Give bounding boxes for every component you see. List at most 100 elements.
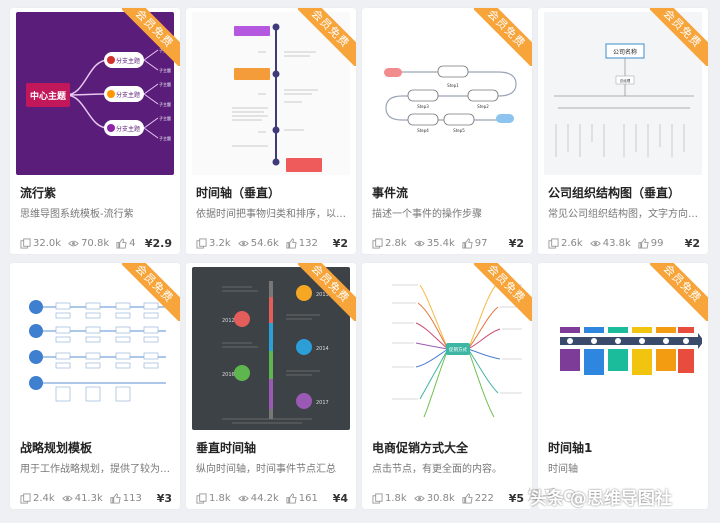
like-count: 4 <box>129 238 136 249</box>
mindmap-leaf-label: 子主题 <box>159 67 171 73</box>
thumbs-up-icon <box>638 238 649 249</box>
card-price: ¥2.9 <box>144 237 172 250</box>
card-stats: 1.8k 44.2k 161 ¥4 <box>196 492 348 505</box>
card-stats: 2.8k 35.4k 97 ¥2 <box>372 237 524 250</box>
timeline1-preview <box>560 327 702 375</box>
mindmap-preview: 中心主题 分支主题 分支主题 分支主题 子主题 子主题 子主题 子主题 子主题 … <box>26 47 171 141</box>
eye-icon <box>68 240 79 247</box>
card-price: ¥5 <box>508 492 524 505</box>
template-card[interactable]: 中心主题 分支主题 分支主题 分支主题 子主题 子主题 子主题 子主题 子主题 … <box>10 8 180 254</box>
copy-icon <box>20 493 31 504</box>
template-card[interactable]: 会员免费 时间轴1 时间轴 <box>538 263 708 509</box>
member-free-ribbon: 会员免费 <box>650 8 708 66</box>
like-count: 222 <box>474 493 494 504</box>
card-title[interactable]: 公司组织结构图（垂直） <box>548 186 681 200</box>
card-description: 常见公司组织结构图，文字方向… <box>548 209 698 220</box>
mindmap-branch-label: 分支主题 <box>116 125 140 133</box>
member-free-ribbon: 会员免费 <box>298 263 356 321</box>
vertical-timeline-preview: 2013 2012 2014 2016 2017 <box>222 281 329 424</box>
view-count: 30.8k <box>426 493 455 504</box>
view-count: 44.2k <box>250 493 279 504</box>
mindmap-leaf-label: 子主题 <box>159 135 171 141</box>
card-thumbnail[interactable] <box>544 267 702 430</box>
copy-count: 1.8k <box>385 493 407 504</box>
flow-step-label: Step2 <box>477 104 489 109</box>
copy-count: 32.0k <box>33 238 62 249</box>
card-thumbnail[interactable]: Step1 Step2 Step3 Step4 Step5 <box>368 12 526 175</box>
eye-icon <box>237 240 249 247</box>
copy-count: 2.4k <box>33 493 55 504</box>
orgchart-root-label: 公司名称 <box>613 48 637 56</box>
eye-icon <box>237 495 249 502</box>
card-title[interactable]: 战略规划模板 <box>20 441 93 455</box>
card-thumbnail[interactable]: 中心主题 分支主题 分支主题 分支主题 子主题 子主题 子主题 子主题 子主题 … <box>16 12 174 175</box>
card-stats: 2.4k 41.3k 113 ¥3 <box>20 492 172 505</box>
card-stats: 2.6k 43.8k 99 ¥2 <box>548 237 700 250</box>
card-description: 时间轴 <box>548 464 578 475</box>
template-card[interactable]: 会员免费 时间轴（垂直） 依据时间把事物归类和排序，以… 3.2k 54.6k … <box>186 8 356 254</box>
thumbs-up-icon <box>462 238 473 249</box>
card-stats: 32.0k 70.8k 4 ¥2.9 <box>20 237 172 250</box>
timeline-year: 2016 <box>222 372 235 378</box>
member-free-ribbon: 会员免费 <box>122 8 180 66</box>
thumbs-up-icon <box>286 493 297 504</box>
thumbs-up-icon <box>110 493 121 504</box>
card-thumbnail[interactable]: 2013 2012 2014 2016 2017 <box>192 267 350 430</box>
member-free-ribbon: 会员免费 <box>650 263 708 321</box>
card-title[interactable]: 事件流 <box>372 186 409 200</box>
member-free-ribbon: 会员免费 <box>122 263 180 321</box>
thumbs-up-icon <box>286 238 297 249</box>
card-description: 用于工作战略规划，提供了较为… <box>20 464 170 475</box>
zhihu-watermark: 知乎 @ <box>527 486 577 504</box>
member-free-ribbon: 会员免费 <box>474 8 532 66</box>
template-card[interactable]: 公司名称 总经理 会员免费 公司组织结构图（垂直） 常见公司组织结构图，文字方 <box>538 8 708 254</box>
flow-step-label: Step1 <box>447 83 459 88</box>
template-card[interactable]: Step1 Step2 Step3 Step4 Step5 会员免费 事件流 描… <box>362 8 532 254</box>
card-stats: 3.2k 54.6k 132 ¥2 <box>196 237 348 250</box>
copy-icon <box>20 238 31 249</box>
card-thumbnail[interactable]: 促销方式 <box>368 267 526 430</box>
template-card[interactable]: 2013 2012 2014 2016 2017 会员免费 垂直时间轴 纵向时间… <box>186 263 356 509</box>
card-title[interactable]: 电商促销方式大全 <box>372 441 469 455</box>
like-count: 132 <box>298 238 318 249</box>
mindmap-center-label: 中心主题 <box>30 90 67 102</box>
promo-center-label: 促销方式 <box>449 346 467 353</box>
timeline-year: 2014 <box>316 346 329 352</box>
like-count: 161 <box>298 493 318 504</box>
card-description: 描述一个事件的操作步骤 <box>372 209 482 220</box>
card-title[interactable]: 垂直时间轴 <box>196 441 257 455</box>
copy-icon <box>372 493 383 504</box>
card-description: 思维导图系统模板-流行紫 <box>20 209 134 220</box>
card-title[interactable]: 时间轴（垂直） <box>196 186 281 200</box>
view-count: 43.8k <box>602 238 631 249</box>
view-count: 41.3k <box>74 493 103 504</box>
card-description: 依据时间把事物归类和排序，以… <box>196 209 346 220</box>
mindmap-leaf-label: 子主题 <box>159 115 171 121</box>
copy-count: 1.8k <box>209 493 231 504</box>
timeline-year: 2013 <box>316 292 329 298</box>
member-free-ribbon: 会员免费 <box>298 8 356 66</box>
card-thumbnail[interactable] <box>16 267 174 430</box>
flow-preview: Step1 Step2 Step3 Step4 Step5 <box>384 65 517 133</box>
card-thumbnail[interactable] <box>192 12 350 175</box>
orgchart-head-label: 总经理 <box>620 78 631 83</box>
card-title[interactable]: 流行紫 <box>20 186 57 200</box>
card-title[interactable]: 时间轴1 <box>548 441 593 455</box>
template-card[interactable]: 会员免费 战略规划模板 用于工作战略规划，提供了较为… 2.4k 41.3k 1… <box>10 263 180 509</box>
card-price: ¥3 <box>156 492 172 505</box>
mindmap-branch-label: 分支主题 <box>116 91 140 99</box>
eye-icon <box>589 240 601 247</box>
card-stats: 1.8k 30.8k 222 ¥5 <box>372 492 524 505</box>
card-thumbnail[interactable]: 公司名称 总经理 <box>544 12 702 175</box>
member-free-ribbon: 会员免费 <box>474 263 532 321</box>
flow-step-label: Step5 <box>453 128 465 133</box>
card-price: ¥4 <box>332 492 348 505</box>
mindmap-leaf-label: 子主题 <box>159 81 171 87</box>
copy-count: 3.2k <box>209 238 231 249</box>
copy-icon <box>372 238 383 249</box>
template-card[interactable]: 促销方式 会员免费 电商促销方式大全 点击节点，有更全面的内容。 1.8k 30… <box>362 263 532 509</box>
like-count: 99 <box>650 238 664 249</box>
thumbs-up-icon <box>116 238 127 249</box>
flow-step-label: Step3 <box>417 104 429 109</box>
timeline-year: 2017 <box>316 400 329 406</box>
